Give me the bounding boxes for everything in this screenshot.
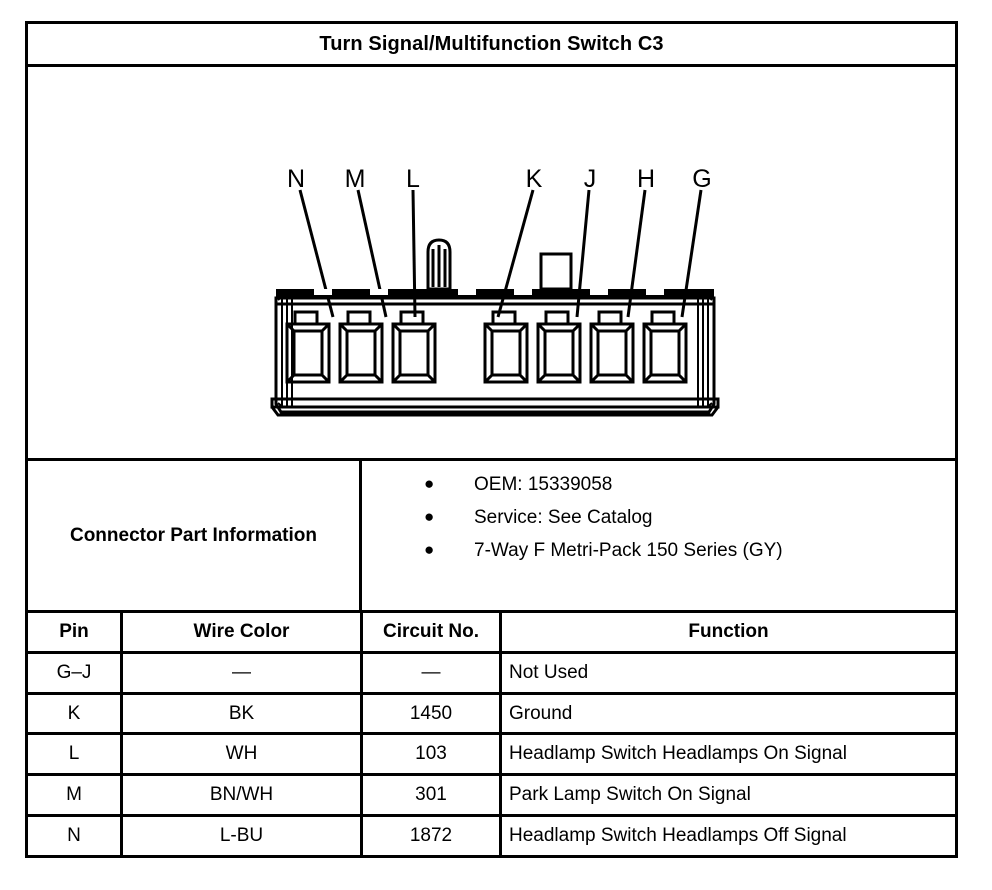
cavity-K — [483, 310, 529, 384]
cell-pin: L — [28, 735, 123, 774]
part-info-item: ● OEM: 15339058 — [424, 475, 955, 508]
cell-wire-color: L-BU — [123, 817, 363, 855]
connector-housing — [270, 296, 720, 417]
terminal-cavities — [285, 310, 688, 384]
column-header-pin: Pin — [28, 613, 123, 651]
cavity-N — [285, 310, 331, 384]
pin-label-H: H — [637, 165, 655, 193]
cavity-J — [536, 310, 582, 384]
connector-illustration: N M L K J H G — [270, 165, 720, 417]
cell-wire-color: BK — [123, 694, 363, 733]
cell-function: Headlamp Switch Headlamps Off Signal — [509, 825, 847, 847]
cell-circuit-no: — — [363, 653, 502, 692]
pin-label-group: N M L K J H G — [287, 165, 712, 193]
part-info-item: ● 7-Way F Metri-Pack 150 Series (GY) — [424, 541, 955, 574]
pin-label-L: L — [406, 165, 420, 193]
connector-face-view-sheet: Turn Signal/Multifunction Switch C3 — [25, 21, 958, 858]
pin-label-G: G — [692, 165, 711, 193]
page-title: Turn Signal/Multifunction Switch C3 — [319, 32, 664, 55]
connector-diagram-area: N M L K J H G — [28, 67, 955, 461]
column-header-function: Function — [688, 620, 769, 642]
pin-label-K: K — [526, 165, 543, 193]
table-row: N L-BU 1872 Headlamp Switch Headlamps Of… — [28, 817, 955, 855]
column-header-wire-color: Wire Color — [123, 613, 363, 651]
column-header-circuit-no: Circuit No. — [363, 613, 502, 651]
connector-part-information-list: ● OEM: 15339058 ● Service: See Catalog ●… — [362, 461, 955, 610]
table-header-row: Pin Wire Color Circuit No. Function — [28, 613, 955, 654]
table-row: L WH 103 Headlamp Switch Headlamps On Si… — [28, 735, 955, 777]
part-info-oem: OEM: 15339058 — [474, 474, 613, 495]
part-info-service: Service: See Catalog — [474, 507, 653, 528]
cell-circuit-no: 103 — [363, 735, 502, 774]
part-info-series: 7-Way F Metri-Pack 150 Series (GY) — [474, 540, 783, 561]
connector-flange-notches — [314, 289, 664, 295]
cell-function: Park Lamp Switch On Signal — [509, 784, 751, 806]
connector-left-rail — [277, 294, 293, 409]
table-row: G–J — — Not Used — [28, 653, 955, 695]
cell-circuit-no: 301 — [363, 776, 502, 815]
pin-label-J: J — [584, 165, 597, 193]
sheet-title-bar: Turn Signal/Multifunction Switch C3 — [28, 24, 955, 67]
pin-label-M: M — [345, 165, 366, 193]
bullet-icon: ● — [424, 507, 435, 526]
pin-assignment-table: Pin Wire Color Circuit No. Function G–J … — [28, 613, 955, 855]
table-row: K BK 1450 Ground — [28, 694, 955, 736]
table-row: M BN/WH 301 Park Lamp Switch On Signal — [28, 776, 955, 818]
cell-wire-color: — — [123, 653, 363, 692]
bullet-icon: ● — [424, 474, 435, 493]
connector-latch-tab — [426, 238, 452, 291]
cell-function: Not Used — [509, 661, 589, 683]
cell-pin: M — [28, 776, 123, 815]
cell-pin: G–J — [28, 653, 123, 692]
part-info-item: ● Service: See Catalog — [424, 508, 955, 541]
connector-top-flange — [276, 289, 714, 306]
cavity-H — [589, 310, 635, 384]
pin-label-N: N — [287, 165, 305, 193]
cell-pin: N — [28, 817, 123, 855]
connector-part-information-label: Connector Part Information — [28, 461, 362, 610]
connector-key-block — [539, 252, 573, 291]
connector-right-rail — [697, 294, 713, 409]
bullet-icon: ● — [424, 540, 435, 559]
cell-pin: K — [28, 694, 123, 733]
cell-function: Ground — [509, 702, 573, 724]
connector-part-information-row: Connector Part Information ● OEM: 153390… — [28, 461, 955, 613]
cavity-G — [642, 310, 688, 384]
cell-function: Headlamp Switch Headlamps On Signal — [509, 743, 847, 765]
cavity-M — [338, 310, 384, 384]
cell-circuit-no: 1450 — [363, 694, 502, 733]
cell-wire-color: BN/WH — [123, 776, 363, 815]
cavity-L — [391, 310, 437, 384]
cell-wire-color: WH — [123, 735, 363, 774]
cell-circuit-no: 1872 — [363, 817, 502, 855]
